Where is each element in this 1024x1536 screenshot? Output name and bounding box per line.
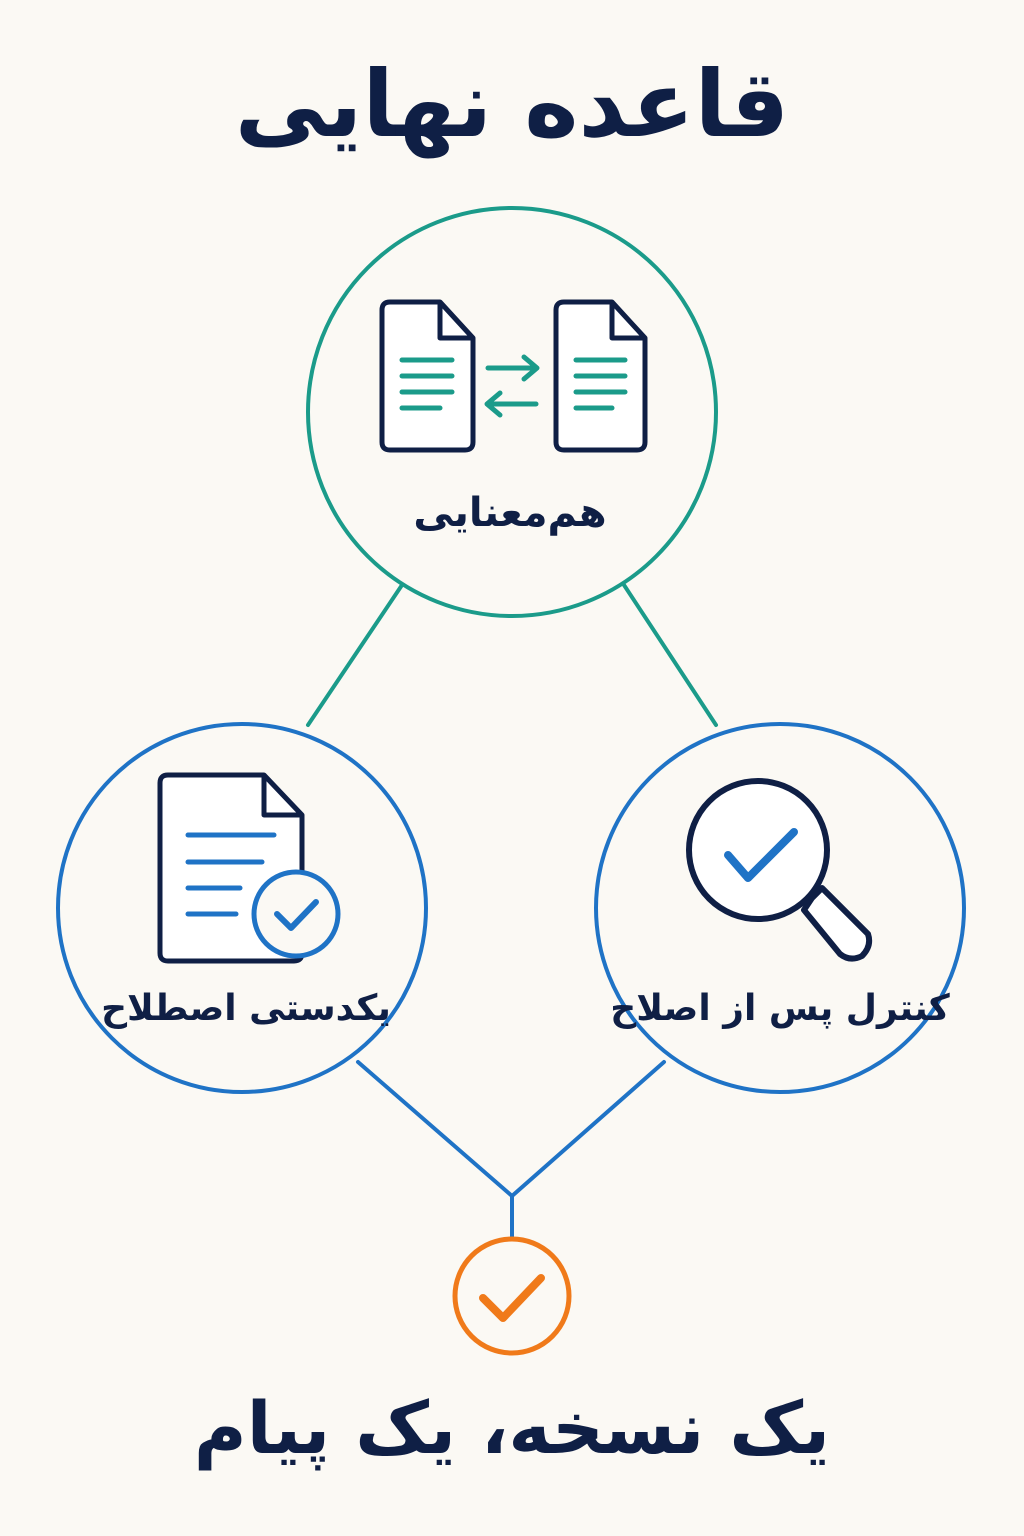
magnifier-lens-icon: [686, 778, 830, 922]
node-left-circle: [56, 722, 428, 1094]
check-circle-icon: [452, 1236, 572, 1356]
node-top-circle: [306, 206, 718, 618]
connector-top-right: [622, 583, 718, 727]
node-top-label: هم‌معنایی: [413, 490, 606, 536]
connector-bottom-merge: [356, 1060, 666, 1198]
check-badge-icon: [251, 869, 341, 959]
result-check-icon: [479, 1274, 545, 1322]
magnifier-check-icon: [686, 778, 873, 962]
node-right-label: کنترل پس از اصلاح: [610, 988, 949, 1029]
check-icon: [724, 828, 798, 882]
document-swap-icon: [379, 299, 648, 453]
node-left: یکدستی اصطلاح: [56, 722, 428, 1094]
node-left-label: یکدستی اصطلاح: [101, 988, 391, 1029]
node-top: هم‌معنایی: [306, 206, 718, 618]
connectors: [306, 583, 718, 1240]
footer-message: یک نسخه، یک پیام: [193, 1386, 831, 1470]
result-node: [452, 1236, 572, 1356]
document-check-icon: [157, 772, 341, 964]
connector-top-left: [306, 583, 404, 727]
node-right-circle: [594, 722, 966, 1094]
node-right: کنترل پس از اصلاح: [594, 722, 966, 1094]
page-title: قاعده نهایی: [234, 51, 790, 158]
magnifier-handle-icon: [801, 885, 873, 962]
swap-arrows-icon: [484, 354, 540, 418]
